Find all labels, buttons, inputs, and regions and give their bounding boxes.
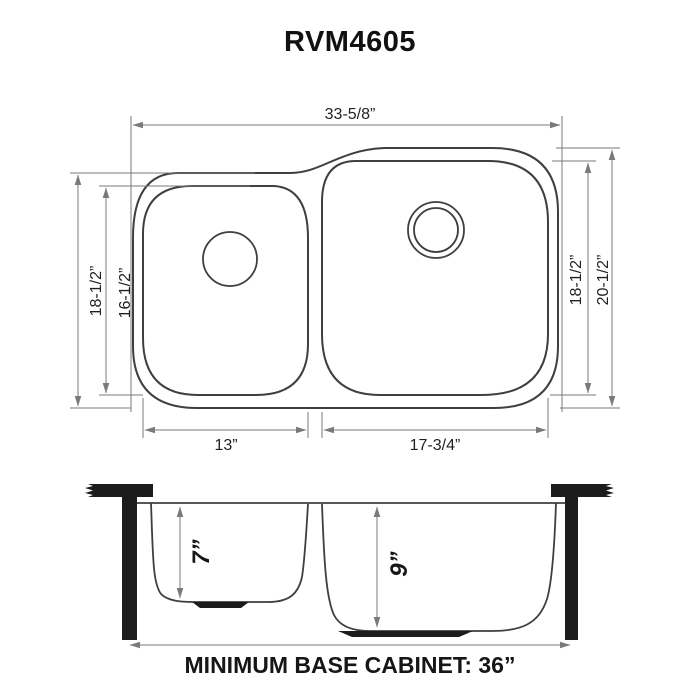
left-cabinet-side	[122, 497, 137, 640]
right-drain-side-icon	[338, 631, 473, 637]
top-view: 33-5/8” 18-1/2” 16-1/2” 18-1/2” 20-1/2” …	[70, 106, 620, 454]
label-left-inner-depth: 16-1/2”	[117, 268, 134, 319]
label-right-bowl-depth: 9”	[386, 551, 413, 576]
label-right-outer-depth: 20-1/2”	[595, 255, 612, 306]
right-drain-inner-icon	[413, 207, 459, 253]
page-title: RVM4605	[284, 26, 416, 58]
left-drain-side-icon	[192, 602, 249, 608]
base-cabinet-note: MINIMUM BASE CABINET: 36”	[184, 652, 516, 678]
label-left-bowl-depth: 7”	[188, 539, 215, 564]
left-countertop	[85, 484, 153, 497]
label-left-outer-depth: 18-1/2”	[88, 266, 105, 317]
label-right-bowl-width: 17-3/4”	[410, 437, 461, 454]
label-left-bowl-width: 13”	[214, 437, 237, 454]
right-cabinet-side	[565, 497, 578, 640]
right-drain-outer-icon	[407, 201, 465, 259]
right-countertop	[551, 484, 614, 497]
left-bowl-outline	[142, 185, 309, 396]
left-drain-icon	[202, 231, 258, 287]
dimension-lines	[74, 121, 616, 434]
label-overall-width: 33-5/8”	[325, 106, 376, 123]
extension-lines	[70, 116, 620, 438]
right-bowl-outline	[321, 160, 549, 396]
left-bowl-profile	[150, 502, 309, 603]
right-bowl-profile	[321, 502, 557, 632]
label-right-inner-depth: 18-1/2”	[568, 255, 585, 306]
side-view: 7” 9”	[85, 484, 614, 649]
